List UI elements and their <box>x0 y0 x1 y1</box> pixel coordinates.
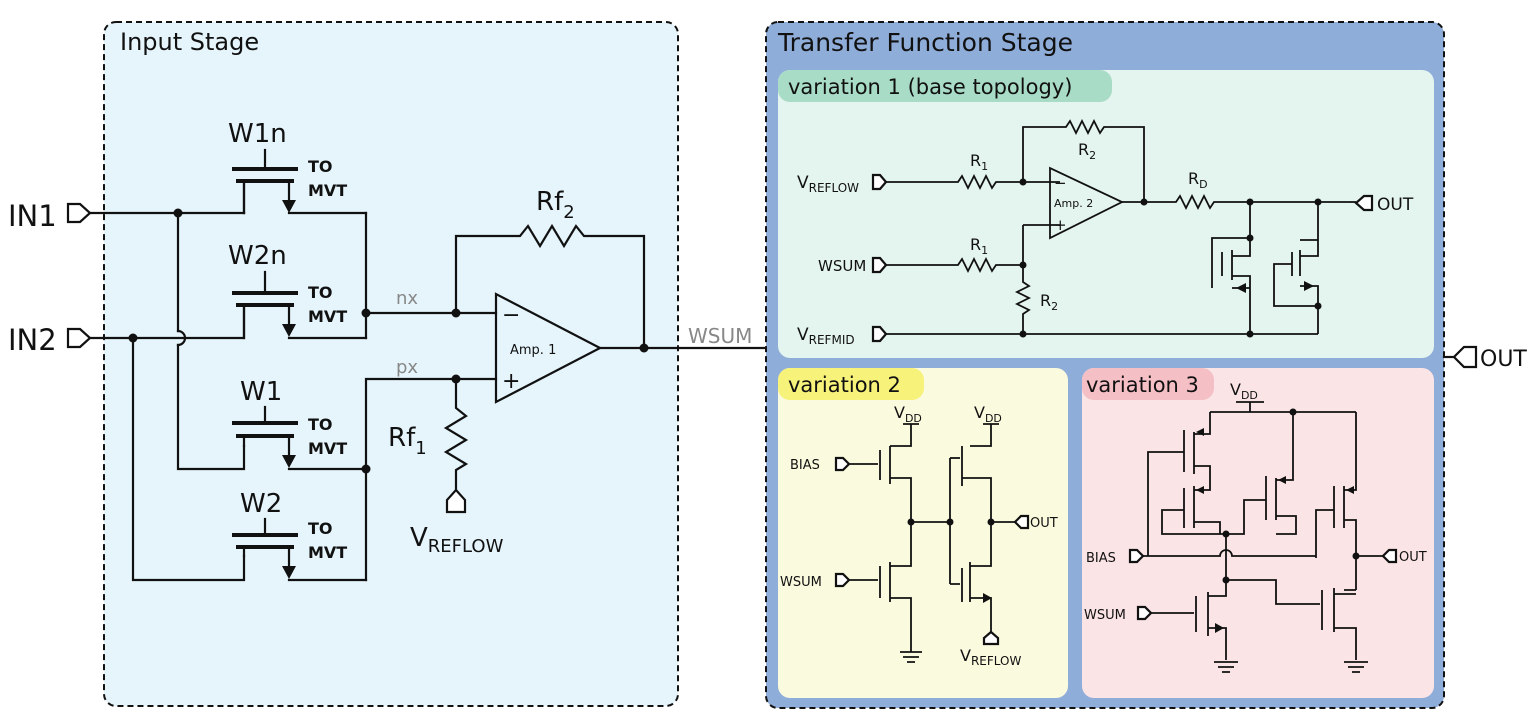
w1-note-1: TO <box>308 415 333 434</box>
v3-wsum-port[interactable] <box>1136 605 1153 621</box>
w1-label: W1 <box>240 377 282 407</box>
variation-2: variation 2 VDD VDD BIAS OUT WSUM <box>778 368 1068 698</box>
amp2-symbol <box>1049 166 1125 240</box>
v1-vreflow-label: VREFLOW <box>797 173 859 195</box>
v1-r1a-label: R1 <box>970 151 988 173</box>
rf2-label: Rf2 <box>536 187 575 223</box>
variation2-panel <box>778 368 1068 698</box>
variation1-panel <box>778 70 1434 358</box>
in2-vertical-wire <box>131 336 246 582</box>
variation3-tag <box>1082 368 1214 400</box>
px-label: px <box>396 357 418 378</box>
v2-vreflow-port[interactable] <box>982 630 1000 646</box>
in2-port[interactable] <box>66 327 92 349</box>
amp2-plus: + <box>1054 216 1067 234</box>
w1-arrow <box>282 455 296 468</box>
in1-label: IN1 <box>8 199 57 233</box>
variation1-tag-text: variation 1 (base topology) <box>788 75 1072 99</box>
v1-r2b-label: R2 <box>1040 291 1058 313</box>
transfer-stage: Transfer Function Stage OUT variation 1 … <box>765 21 1527 709</box>
transistor-w1n: W1n TO MVT <box>228 119 368 215</box>
amp1-plus: + <box>502 369 520 394</box>
in2-label: IN2 <box>8 323 57 357</box>
amp2-label: Amp. 2 <box>1054 197 1093 210</box>
v1-vrefmid-port[interactable] <box>871 325 888 343</box>
amp1-minus: − <box>502 303 520 328</box>
in1-port[interactable] <box>66 202 92 224</box>
vreflow-port[interactable] <box>445 488 467 514</box>
v3-out-label: OUT <box>1399 550 1427 565</box>
v2-out-port[interactable] <box>1013 514 1030 530</box>
v1-out-label: OUT <box>1377 195 1414 215</box>
input-stage-panel <box>103 21 679 707</box>
v1-rd-label: RD <box>1188 169 1208 191</box>
global-out-port[interactable] <box>1452 345 1478 369</box>
v2-bias-port[interactable] <box>834 456 851 472</box>
w2-arrow <box>282 566 296 579</box>
nx-label: nx <box>396 288 418 309</box>
v1-vrefmid-label: VREFMID <box>797 325 855 347</box>
v1-wsum-label: WSUM <box>818 257 866 275</box>
amp2-minus: − <box>1054 174 1067 192</box>
variation3-panel <box>1082 368 1434 698</box>
rf1-label: Rf1 <box>388 423 427 459</box>
v2-vreflow-label: VREFLOW <box>960 646 1021 668</box>
w2n-note-2: MVT <box>308 307 347 326</box>
v3-vdd-label: VDD <box>1230 380 1258 402</box>
v1-wsum-port[interactable] <box>871 256 888 274</box>
v1-r2a-label: R2 <box>1078 140 1096 162</box>
wsum-label: WSUM <box>688 324 752 348</box>
v2-wsum-port[interactable] <box>834 572 851 588</box>
v3-out-port[interactable] <box>1381 548 1398 564</box>
amp1-symbol <box>494 292 603 404</box>
w2-note-2: MVT <box>308 543 347 562</box>
w1n-label: W1n <box>228 119 287 149</box>
w2n-arrow <box>282 324 296 337</box>
v3-bias-label: BIAS <box>1086 551 1116 566</box>
variation3-tag-text: variation 3 <box>1086 373 1199 397</box>
rf2-wire <box>454 223 646 350</box>
w1n-arrow <box>282 200 296 213</box>
v1-vreflow-port[interactable] <box>871 173 888 191</box>
in1-vertical-wire <box>176 211 246 471</box>
global-out-label: OUT <box>1480 347 1527 372</box>
v3-bias-port[interactable] <box>1128 548 1145 564</box>
variation-1: variation 1 (base topology) VREFLOW R1 R… <box>778 70 1434 358</box>
v1-out-port[interactable] <box>1354 194 1374 212</box>
variation2-tag <box>778 368 924 400</box>
transistor-w1: W1 TO MVT <box>232 377 368 471</box>
w1n-note-2: MVT <box>308 181 347 200</box>
amp1-label: Amp. 1 <box>510 343 556 358</box>
v3-wsum-label: WSUM <box>1084 608 1126 623</box>
v2-wsum-label: WSUM <box>780 575 822 590</box>
w1n-note-1: TO <box>308 157 333 176</box>
v2-out-label: OUT <box>1030 516 1058 531</box>
w2n-label: W2n <box>228 241 287 271</box>
vreflow-label: VREFLOW <box>410 523 504 557</box>
input-stage-title: Input Stage <box>120 28 259 56</box>
variation-3: variation 3 VDD BIAS <box>1082 368 1434 698</box>
input-stage: Input Stage IN1 IN2 W1n TO MVT <box>8 21 770 707</box>
w1-note-2: MVT <box>308 439 347 458</box>
v1-r1b-label: R1 <box>970 235 988 257</box>
transistor-w2: W2 TO MVT <box>232 489 368 582</box>
w2-label: W2 <box>240 489 282 519</box>
v2-vdd1-label: VDD <box>894 403 922 425</box>
v2-vdd2-label: VDD <box>974 403 1002 425</box>
v2-bias-label: BIAS <box>790 458 820 473</box>
rf1-wire <box>443 377 469 492</box>
variation2-tag-text: variation 2 <box>788 373 901 397</box>
w2n-note-1: TO <box>308 283 333 302</box>
w2-note-1: TO <box>308 519 333 538</box>
transistor-w2n: W2n TO MVT <box>228 241 368 340</box>
transfer-stage-title: Transfer Function Stage <box>777 28 1073 57</box>
variation1-tag <box>778 70 1112 102</box>
